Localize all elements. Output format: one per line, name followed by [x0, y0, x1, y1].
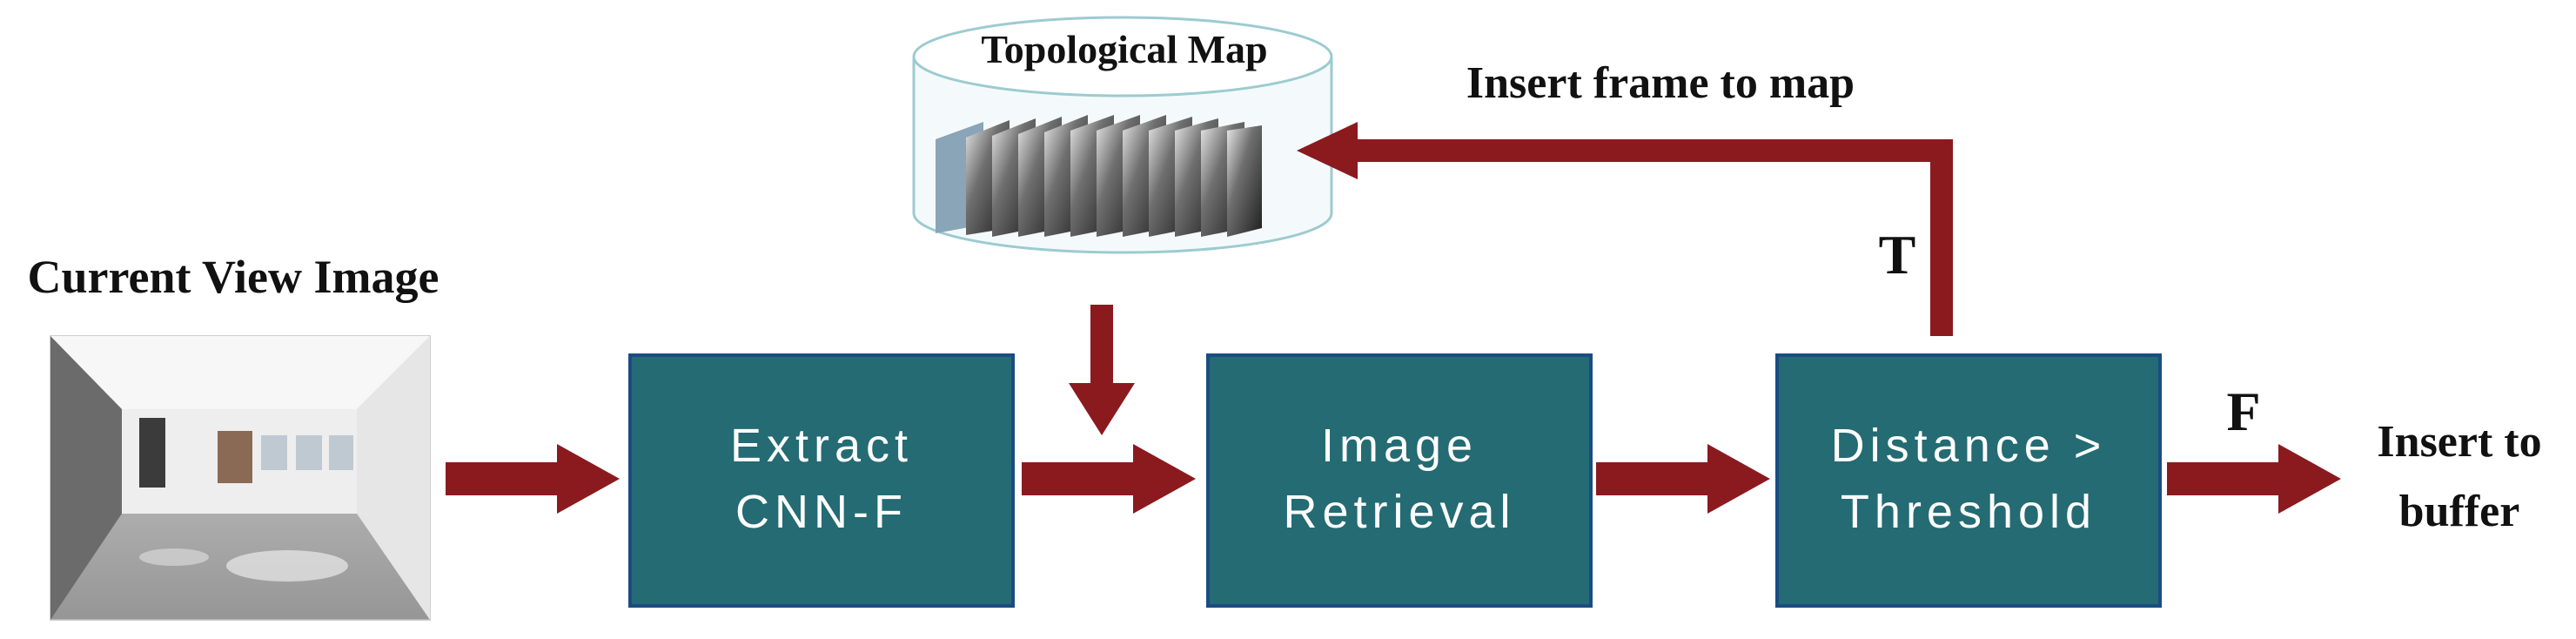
current-view-image: [50, 335, 431, 621]
insert-buffer-line1: Insert to: [2377, 417, 2541, 467]
true-branch-label: T: [1879, 224, 1916, 286]
arrow-extract-to-retrieval: [1022, 444, 1196, 514]
retrieval-line1: Image: [1321, 420, 1478, 472]
arrow-distance-to-buffer: [2167, 444, 2341, 514]
extract-cnn-box: Extract CNN-F: [628, 353, 1015, 608]
arrow-image-to-extract: [446, 444, 620, 514]
extract-line2: CNN-F: [735, 486, 908, 538]
image-retrieval-box: Image Retrieval: [1206, 353, 1593, 608]
topological-map-cylinder: [912, 16, 1333, 254]
topological-map-label: Topological Map: [981, 27, 1267, 71]
distance-line2: Threshold: [1841, 486, 2096, 538]
arrow-retrieval-to-distance: [1596, 444, 1770, 514]
insert-frame-label: Insert frame to map: [1466, 58, 1855, 108]
feedback-arrow: [1297, 122, 1953, 336]
map-to-retrieval-arrow: [1069, 305, 1135, 435]
insert-buffer-line2: buffer: [2399, 487, 2520, 536]
current-view-label: Current View Image: [28, 251, 439, 303]
extract-line1: Extract: [730, 420, 913, 472]
retrieval-line2: Retrieval: [1283, 486, 1515, 538]
distance-line1: Distance >: [1831, 420, 2107, 472]
map-frames-stack: [936, 115, 1262, 237]
distance-threshold-box: Distance > Threshold: [1775, 353, 2162, 608]
false-branch-label: F: [2226, 380, 2260, 442]
